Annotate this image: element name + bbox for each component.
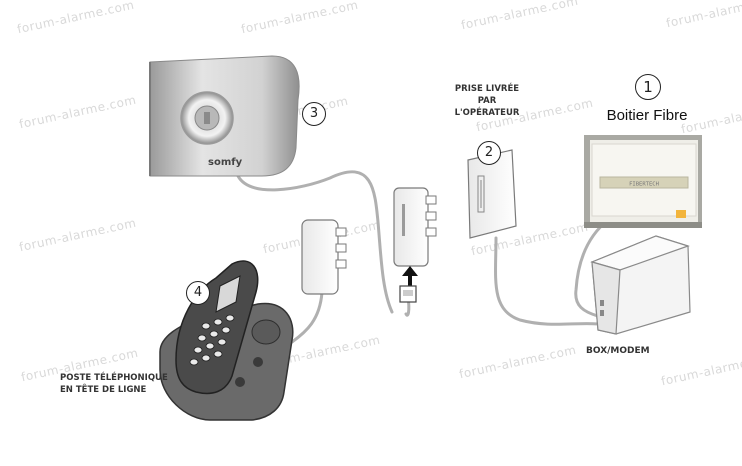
poste-label: POSTE TÉLÉPHONIQUE EN TÊTE DE LIGNE [60, 372, 190, 396]
fibre-box-photo: FIBERTECH [584, 135, 702, 228]
box-modem [590, 235, 691, 335]
somfy-alarm-panel: somfy [149, 55, 300, 177]
poste-line-1: POSTE TÉLÉPHONIQUE [60, 373, 168, 383]
operator-socket [467, 149, 517, 239]
cable-fibre-box [574, 218, 610, 318]
box-modem-label: BOX/MODEM [586, 346, 650, 356]
badge-1: 1 [635, 74, 661, 100]
prise-line-1: PRISE LIVRÉE [454, 84, 520, 94]
cable-prise-box [494, 236, 600, 326]
cable-somfy [236, 170, 394, 314]
phone-screen [215, 275, 241, 313]
arrow-up-icon [402, 266, 418, 276]
boitier-fibre-title: Boitier Fibre [606, 107, 688, 124]
badge-4: 4 [186, 281, 210, 305]
prise-line-2: PAR [477, 96, 497, 106]
cordless-phone [159, 260, 294, 421]
poste-line-2: EN TÊTE DE LIGNE [60, 385, 147, 395]
keypad [189, 314, 235, 366]
brand-logo: somfy [208, 157, 243, 168]
phone-filter [393, 187, 437, 267]
lock-icon [204, 112, 210, 124]
rj11-connector [399, 266, 418, 303]
operator-socket-label: PRISE LIVRÉE PAR L'OPÉRATEUR [442, 83, 532, 119]
fibre-tag: FIBERTECH [629, 182, 659, 188]
prise-line-3: L'OPÉRATEUR [454, 108, 520, 118]
badge-2: 2 [477, 141, 501, 165]
badge-3: 3 [302, 102, 326, 126]
cable-phone [290, 290, 324, 344]
wall-adapter [301, 219, 347, 295]
cables [236, 170, 610, 344]
